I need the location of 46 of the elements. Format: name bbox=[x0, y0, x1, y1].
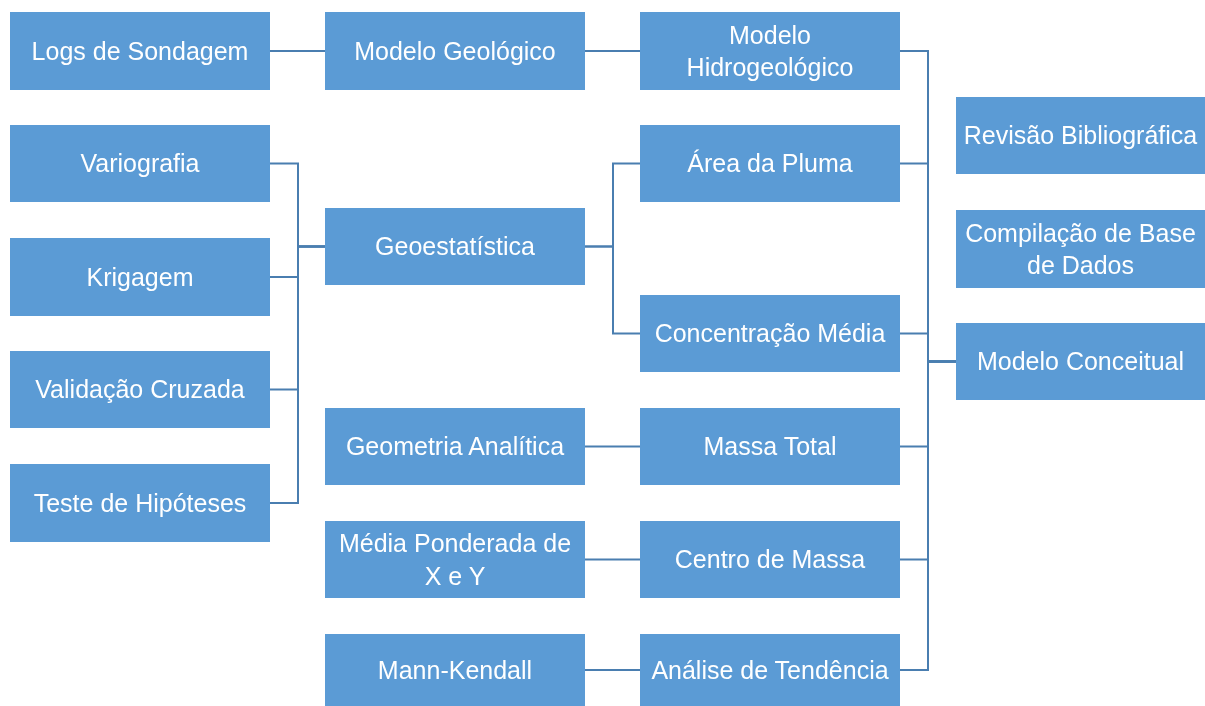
box-label: Compilação de Base de Dados bbox=[964, 217, 1197, 281]
box-label: Centro de Massa bbox=[674, 544, 866, 576]
box-label: Modelo Conceitual bbox=[976, 346, 1185, 378]
box-label: Massa Total bbox=[703, 431, 837, 463]
box-label: Logs de Sondagem bbox=[31, 35, 249, 67]
process-box bbox=[640, 12, 900, 90]
box-label: Validação Cruzada bbox=[35, 374, 245, 406]
connector-line bbox=[584, 50, 641, 52]
process-box bbox=[640, 634, 900, 706]
process-box bbox=[640, 295, 900, 372]
process-box bbox=[325, 408, 585, 485]
connector-line bbox=[584, 669, 641, 671]
box-label: Modelo Hidrogeológico bbox=[685, 19, 855, 83]
process-box bbox=[956, 323, 1205, 400]
process-box bbox=[325, 12, 585, 90]
box-label: Mann-Kendall bbox=[377, 654, 533, 686]
process-box bbox=[640, 125, 900, 202]
connector-line bbox=[269, 245, 326, 504]
box-label: Geoestatística bbox=[375, 231, 535, 263]
connector-line bbox=[584, 445, 641, 448]
process-box bbox=[10, 464, 270, 542]
connector-line bbox=[584, 558, 641, 561]
box-label: Geometria Analítica bbox=[345, 431, 565, 463]
box-label: Modelo Geológico bbox=[354, 35, 556, 67]
process-box bbox=[10, 351, 270, 428]
connector-line bbox=[899, 360, 957, 671]
box-label: Teste de Hipóteses bbox=[33, 487, 247, 519]
connector-line bbox=[584, 245, 641, 335]
box-label: Análise de Tendência bbox=[651, 654, 889, 686]
box-label: Variografia bbox=[80, 148, 200, 180]
process-box bbox=[10, 238, 270, 316]
process-box bbox=[325, 208, 585, 285]
process-box bbox=[640, 521, 900, 598]
process-box bbox=[956, 210, 1205, 288]
box-label: Revisão Bibliográfica bbox=[963, 120, 1198, 152]
process-box bbox=[640, 408, 900, 485]
box-label: Krigagem bbox=[86, 261, 194, 293]
box-label: Média Ponderada de X e Y bbox=[337, 528, 573, 592]
process-box bbox=[10, 12, 270, 90]
box-label: Área da Pluma bbox=[687, 148, 853, 180]
process-box bbox=[10, 125, 270, 202]
process-box bbox=[956, 97, 1205, 174]
process-box bbox=[325, 521, 585, 598]
box-label: Concentração Média bbox=[654, 318, 886, 350]
process-box bbox=[325, 634, 585, 706]
connector-line bbox=[269, 50, 326, 52]
